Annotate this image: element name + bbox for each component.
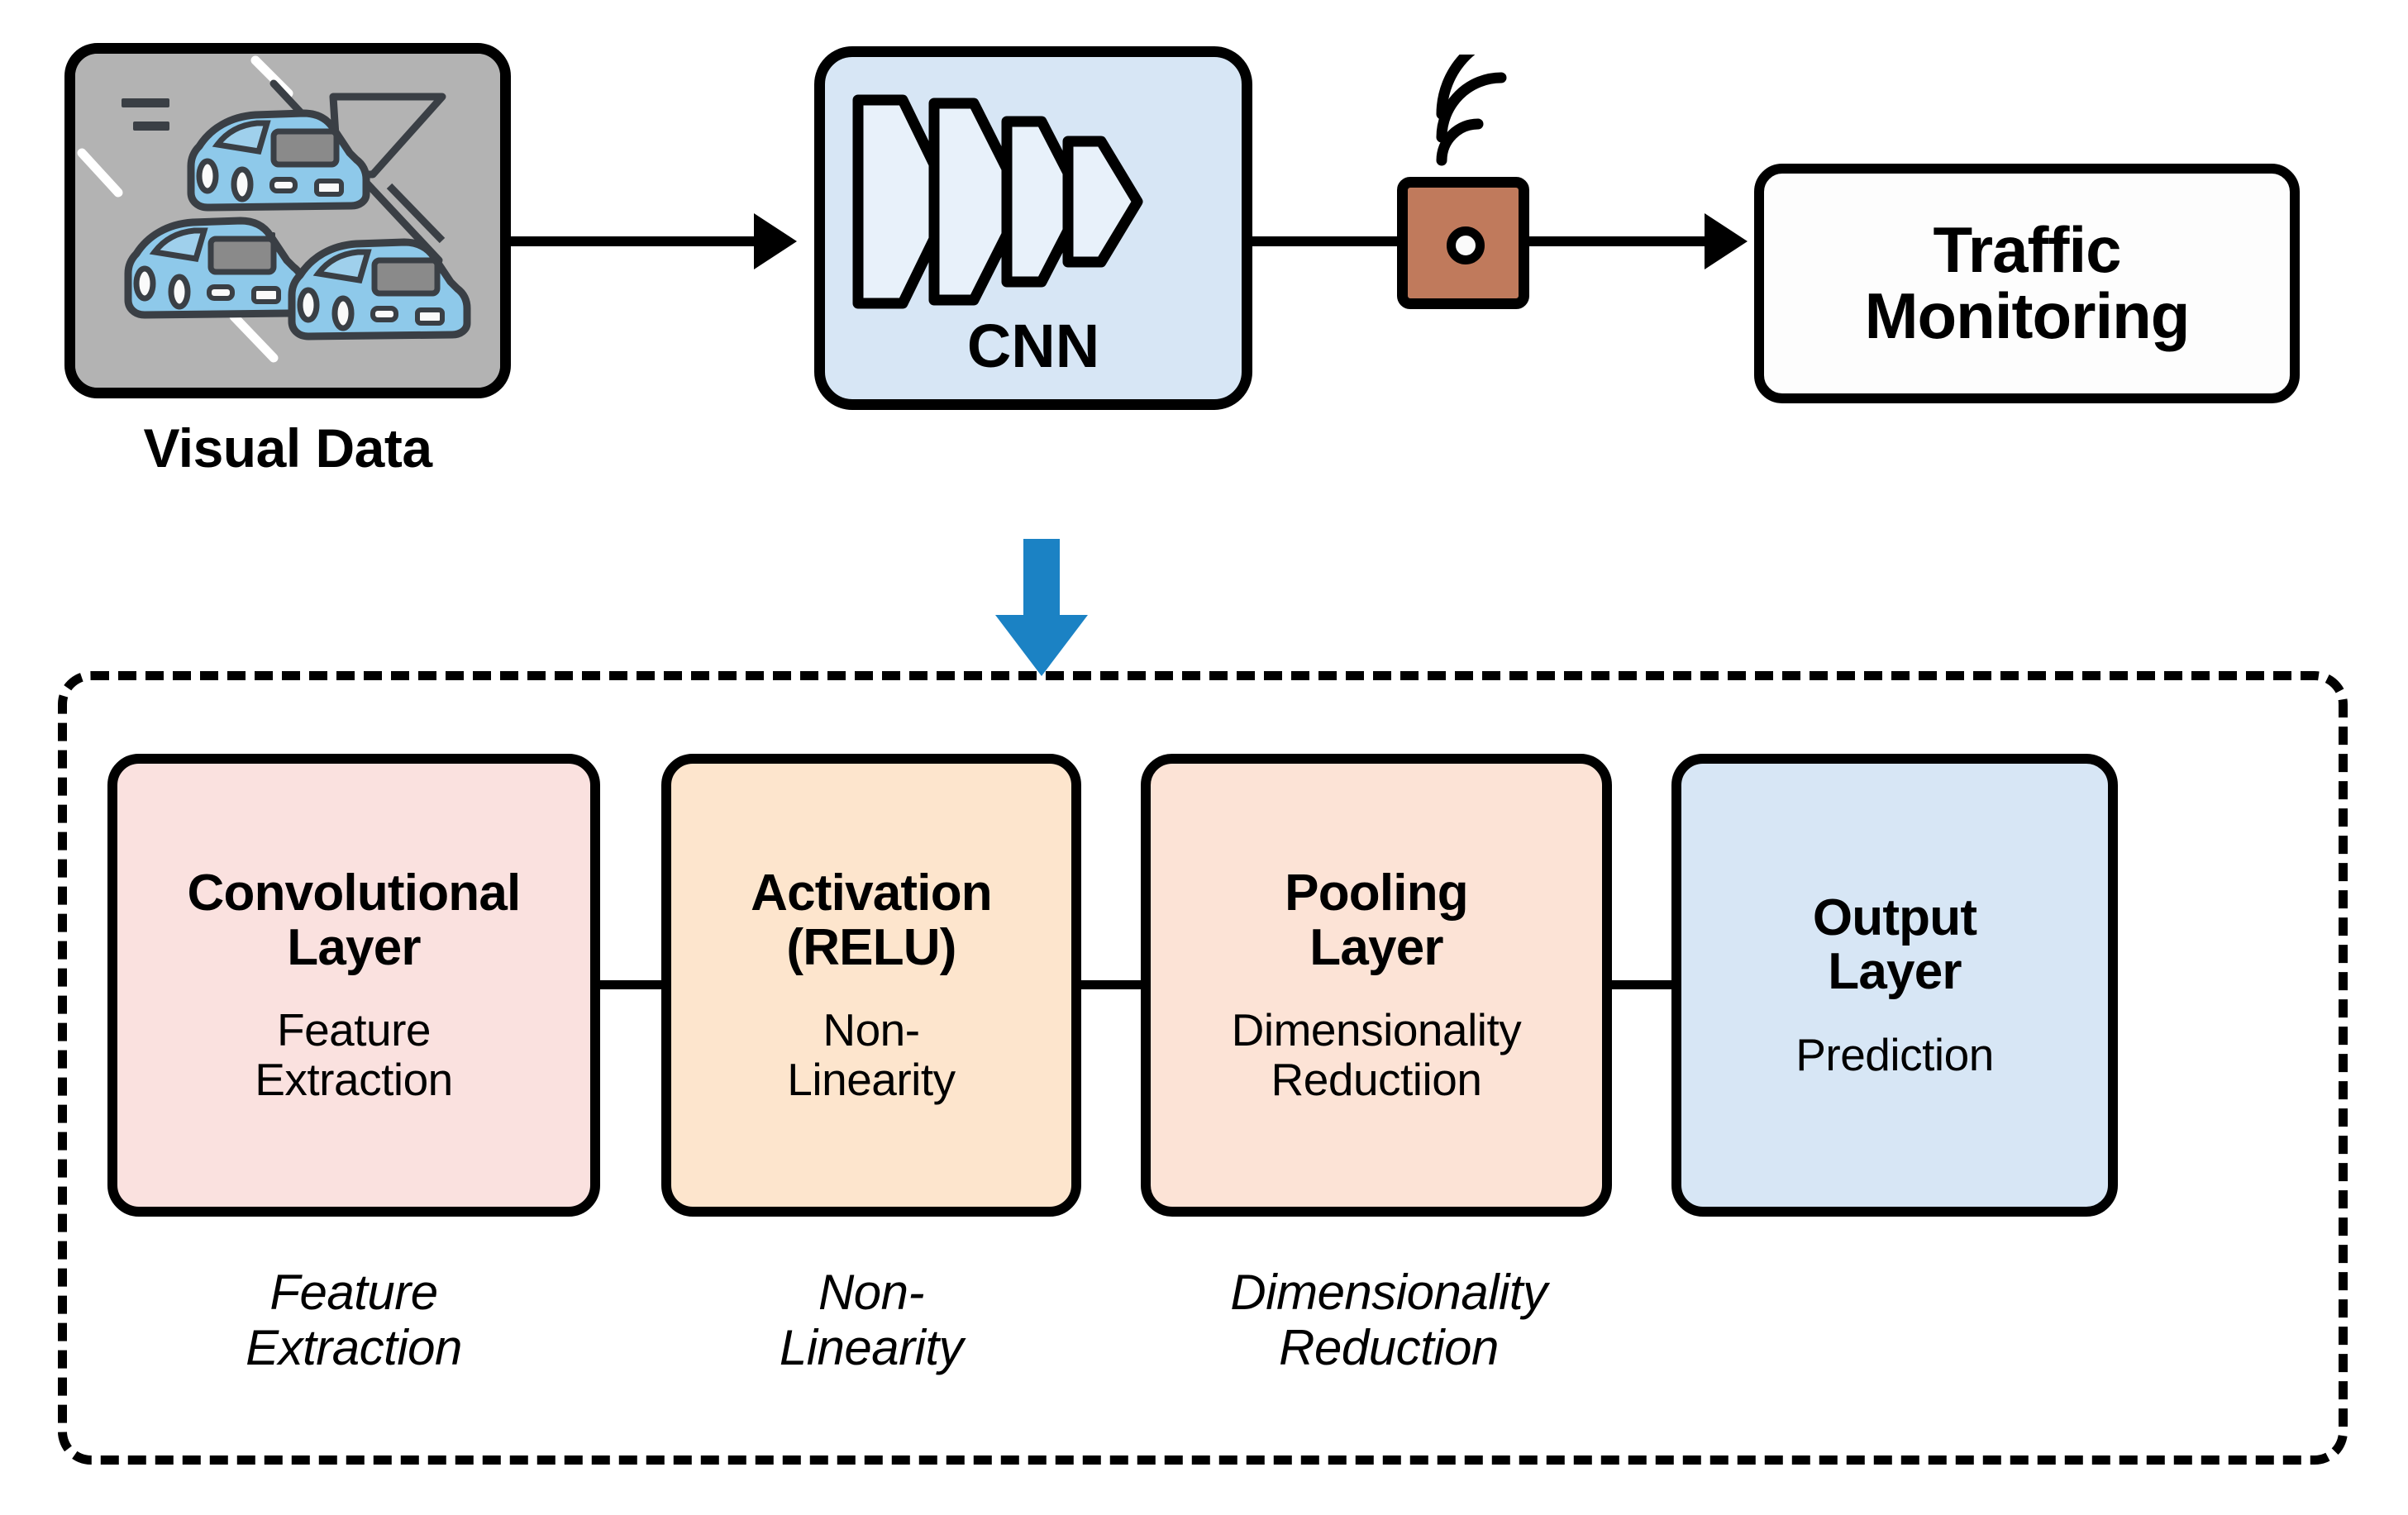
- traffic-monitoring-line1: Traffic: [1933, 213, 2121, 287]
- visual-data-label: Visual Data: [143, 417, 432, 479]
- cnn-label: CNN: [966, 312, 1100, 380]
- layer-title: Convolutional Layer: [187, 864, 522, 976]
- pipeline-top-row: Visual Data CNN: [0, 0, 2408, 579]
- traffic-monitoring-line2: Monitoring: [1864, 279, 2191, 352]
- layer-title: Activation (RELU): [751, 864, 993, 976]
- visual-data-node[interactable]: Visual Data: [64, 43, 527, 539]
- caption-line1: Dimensionality: [1230, 1265, 1547, 1320]
- traffic-monitoring-node[interactable]: Traffic Monitoring: [1754, 164, 2300, 403]
- connector-sensor-to-output: [1521, 236, 1721, 246]
- arrow-right-icon: [754, 213, 797, 269]
- caption-line2: Reduction: [1279, 1320, 1499, 1376]
- layer-title-line2: (RELU): [786, 918, 956, 976]
- layer-title-line1: Pooling: [1285, 864, 1469, 922]
- connector-pooling-to-output: [1612, 980, 1671, 989]
- cnn-layer-captions-row: Feature Extraction Non- Linearity Dimens…: [107, 1265, 2141, 1438]
- arrow-down-icon: [992, 539, 1091, 679]
- layer-sub-line1: Prediction: [1795, 1029, 1994, 1081]
- layer-box-output[interactable]: Output Layer Prediction: [1671, 754, 2118, 1217]
- layer-caption-activation: Non- Linearity: [661, 1265, 1081, 1375]
- layer-title-line1: Output: [1812, 889, 1977, 946]
- connector-conv-to-activation: [600, 980, 661, 989]
- layer-subtitle: Dimensionality Reductiion: [1232, 1006, 1522, 1104]
- sensor-body: [1397, 177, 1529, 309]
- layer-subtitle: Non- Linearity: [787, 1004, 956, 1105]
- layer-sub-line2: Linearity: [787, 1053, 956, 1105]
- layer-subtitle: Prediction: [1795, 1029, 1994, 1081]
- layer-box-pooling[interactable]: Pooling Layer Dimensionality Reductiion: [1141, 754, 1612, 1217]
- neural-network-layers-icon: [848, 90, 1237, 313]
- connector-input-to-model: [506, 236, 767, 246]
- cnn-detail-container: [58, 671, 2348, 1465]
- layer-title-line2: Layer: [1309, 918, 1443, 976]
- layer-subtitle: Feature Extraction: [255, 1006, 453, 1104]
- layer-box-convolutional[interactable]: Convolutional Layer Feature Extraction: [107, 754, 600, 1217]
- layer-title-line1: Activation: [751, 864, 993, 922]
- caption-line2: Linearity: [779, 1320, 964, 1376]
- arrow-right-icon: [1705, 213, 1748, 269]
- layer-title: Pooling Layer: [1285, 864, 1469, 976]
- layer-sub-line2: Reductiion: [1271, 1053, 1482, 1105]
- layer-title-line2: Layer: [287, 918, 421, 976]
- wifi-signal-icon: [1427, 26, 1534, 170]
- layer-title: Output Layer: [1812, 889, 1977, 1001]
- cnn-node[interactable]: CNN: [814, 46, 1252, 410]
- cnn-layer-boxes-row: Convolutional Layer Feature Extraction A…: [107, 754, 2141, 1217]
- layer-title-line2: Layer: [1828, 943, 1962, 1001]
- caption-line1: Non-: [818, 1265, 925, 1320]
- connector-model-to-sensor: [1247, 236, 1404, 246]
- traffic-road-cars-icon: [64, 43, 511, 398]
- connector-activation-to-pooling: [1081, 980, 1141, 989]
- layer-sub-line1: Non-: [823, 1004, 920, 1056]
- layer-caption-convolutional: Feature Extraction: [107, 1265, 600, 1375]
- layer-title-line1: Convolutional: [187, 864, 522, 922]
- layer-sub-line2: Extraction: [255, 1053, 453, 1105]
- layer-caption-pooling: Dimensionality Reduction: [1141, 1265, 1637, 1375]
- camera-lens-icon: [1447, 226, 1485, 264]
- layer-sub-line1: Dimensionality: [1231, 1004, 1522, 1056]
- caption-line2: Extraction: [246, 1320, 462, 1376]
- layer-box-activation[interactable]: Activation (RELU) Non- Linearity: [661, 754, 1081, 1217]
- caption-line1: Feature: [269, 1265, 438, 1320]
- layer-sub-line1: Feature: [276, 1004, 432, 1056]
